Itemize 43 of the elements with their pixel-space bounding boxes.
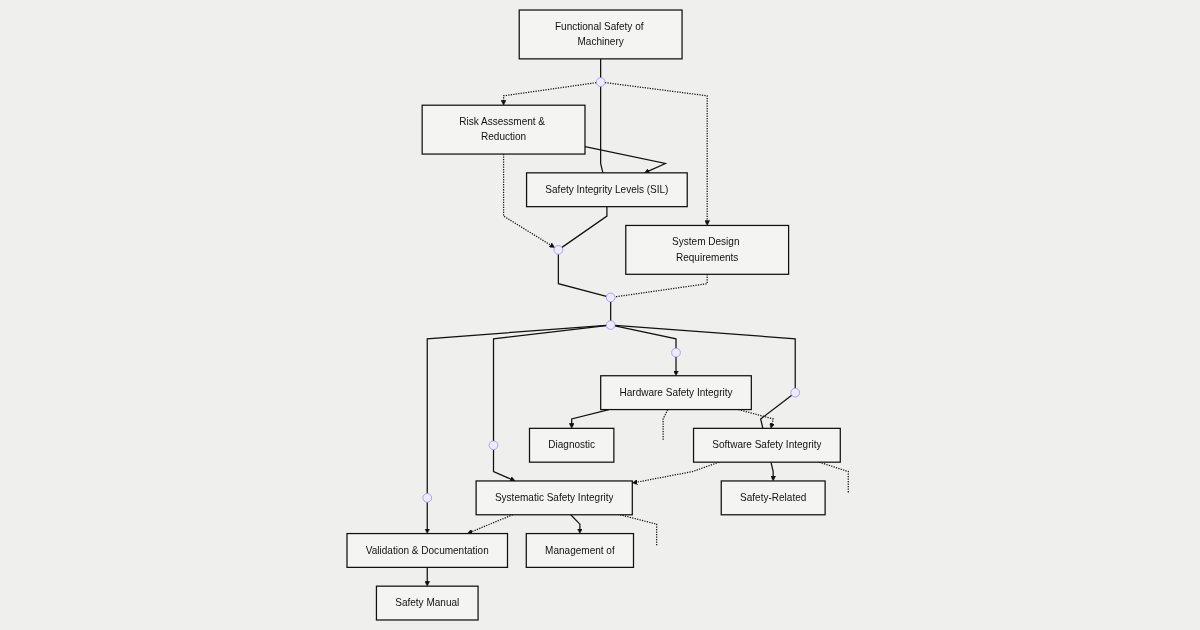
arrow bbox=[738, 408, 775, 429]
node-box: Systematic Safety Integrity bbox=[475, 480, 634, 516]
arrow bbox=[424, 501, 431, 534]
node-box: Software Safety Integrity bbox=[693, 427, 842, 463]
node-circle bbox=[422, 493, 433, 503]
arrow bbox=[570, 514, 583, 534]
arrow bbox=[604, 81, 711, 226]
node-circle bbox=[553, 245, 564, 255]
node-box: Diagnostic bbox=[529, 427, 615, 463]
arrow bbox=[673, 356, 679, 376]
node-circle bbox=[790, 387, 801, 398]
connector bbox=[561, 206, 608, 248]
connector bbox=[619, 514, 658, 547]
node-box: Management of bbox=[525, 532, 635, 568]
arrow bbox=[467, 514, 514, 535]
node-circle bbox=[596, 77, 606, 87]
node-circle bbox=[606, 292, 616, 303]
node-box: System Design Requirements bbox=[625, 224, 790, 275]
arrow bbox=[493, 449, 516, 482]
node-circle bbox=[488, 440, 499, 450]
node-circle bbox=[671, 347, 681, 358]
connector bbox=[557, 253, 608, 297]
connector bbox=[614, 325, 677, 349]
node-box: Safety-Related bbox=[720, 480, 826, 516]
connector bbox=[426, 324, 608, 495]
node-box: Hardware Safety Integrity bbox=[600, 375, 753, 411]
node-box: Risk Assessment & Reduction bbox=[421, 104, 586, 155]
node-circle bbox=[606, 320, 616, 330]
node-box: Validation & Documentation bbox=[346, 532, 509, 568]
connector bbox=[610, 301, 612, 322]
connector bbox=[600, 58, 602, 79]
connector bbox=[614, 324, 796, 389]
node-box: Functional Safety of Machinery bbox=[518, 9, 683, 60]
connector bbox=[614, 273, 708, 298]
node-box: Safety Integrity Levels (SIL) bbox=[526, 172, 688, 208]
arrow bbox=[770, 461, 777, 482]
arrow bbox=[500, 82, 598, 106]
connector bbox=[760, 394, 793, 429]
connector bbox=[662, 408, 669, 442]
connector bbox=[493, 324, 608, 442]
connector bbox=[600, 85, 604, 174]
arrow bbox=[424, 566, 431, 587]
node-box: Safety Manual bbox=[375, 585, 479, 621]
